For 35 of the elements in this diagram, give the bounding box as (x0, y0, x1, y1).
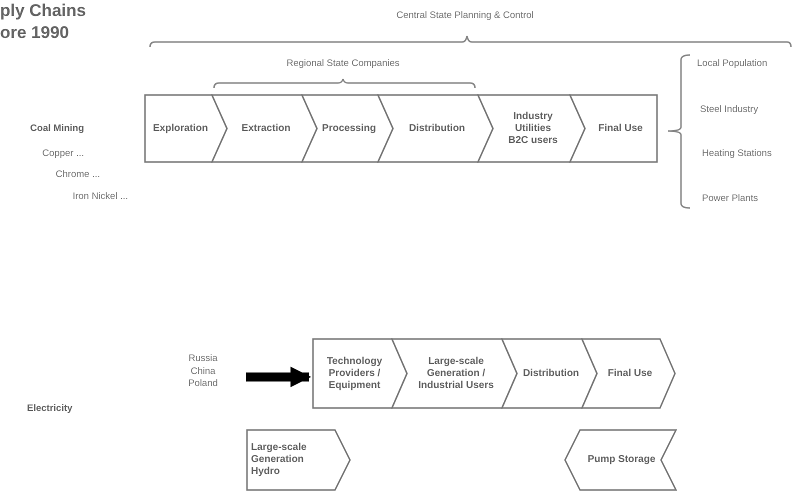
sector-label: Coal Mining (30, 123, 84, 134)
step-label: Technology Providers / Equipment (326, 356, 384, 392)
commodity-label: Iron Nickel ... (72, 191, 128, 202)
chevron-step (570, 95, 657, 162)
step-label: Processing (322, 122, 376, 134)
step-label: Final Use (598, 122, 643, 134)
step-label: Distribution (522, 368, 580, 380)
step-label: Large-scale Generation Hydro (251, 442, 308, 478)
chevron-step (212, 95, 317, 162)
step-label: Large-scale Generation / Industrial Users (417, 356, 495, 392)
consumer-label: Steel Industry (700, 104, 758, 115)
chevron-step (478, 95, 585, 162)
chevron-step (502, 339, 597, 408)
title: ply Chains ore 1990 (0, 0, 87, 44)
chevron-step (302, 95, 393, 162)
chevron-step (565, 430, 676, 490)
commodity-label: Chrome ... (56, 169, 100, 180)
arrow (246, 366, 312, 388)
consumer-label: Power Plants (702, 193, 758, 204)
step-label: Pump Storage (588, 454, 656, 466)
consumer-label: Local Population (697, 58, 768, 69)
bracket-label: Central State Planning & Control (396, 10, 534, 21)
bracket-label: Regional State Companies (286, 58, 400, 69)
chevron-step (313, 339, 407, 408)
commodity-label: Copper ... (42, 148, 84, 159)
chevron-step (145, 95, 227, 162)
step-label: Industry Utilities B2C users (507, 110, 559, 146)
step-label: Extraction (242, 122, 290, 134)
country-list: Russia China Poland (178, 353, 228, 390)
step-label: Exploration (152, 122, 208, 134)
sector-label: Electricity (27, 403, 72, 414)
step-label: Final Use (608, 368, 652, 380)
chevron-step (582, 339, 675, 408)
consumer-label: Heating Stations (702, 148, 772, 159)
chevron-step (247, 430, 350, 490)
